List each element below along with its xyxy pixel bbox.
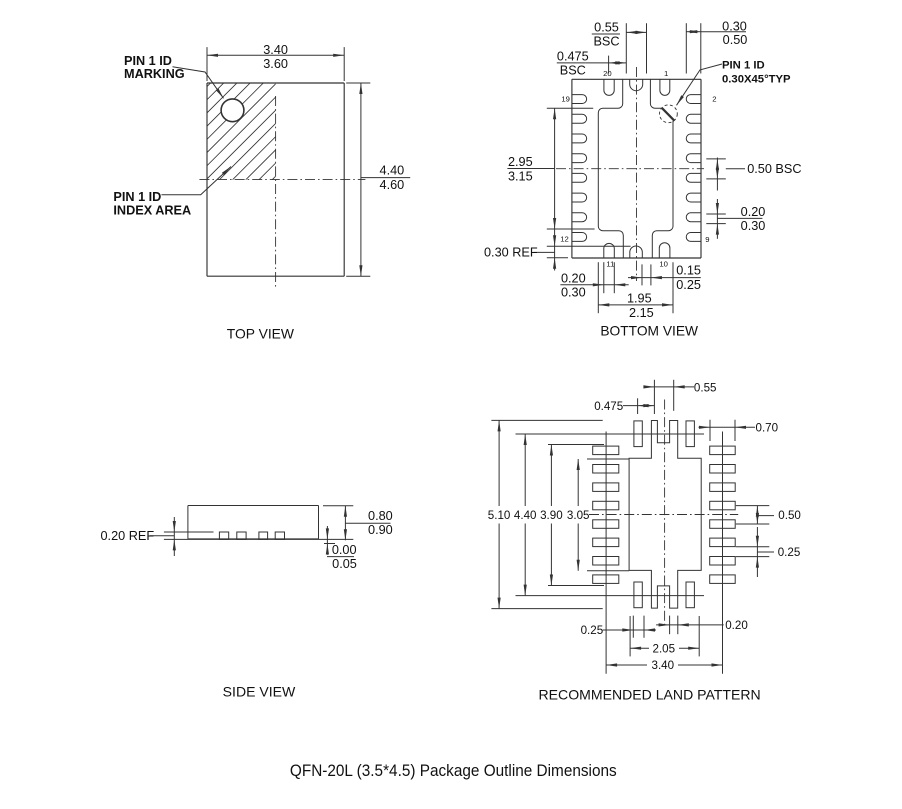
- svg-text:3.15: 3.15: [508, 169, 533, 183]
- svg-text:0.70: 0.70: [756, 422, 779, 435]
- svg-text:0.20 REF: 0.20 REF: [101, 529, 155, 543]
- svg-text:0.55: 0.55: [594, 21, 619, 35]
- svg-text:3.90: 3.90: [540, 509, 563, 522]
- svg-text:1: 1: [664, 69, 668, 78]
- svg-text:0.20: 0.20: [725, 619, 748, 632]
- svg-text:0.05: 0.05: [332, 557, 357, 571]
- svg-text:3.05: 3.05: [567, 509, 590, 522]
- svg-text:2: 2: [712, 95, 716, 104]
- svg-text:BSC: BSC: [560, 63, 586, 77]
- svg-text:19: 19: [561, 95, 570, 104]
- svg-text:2.95: 2.95: [508, 155, 533, 169]
- svg-text:RECOMMENDED LAND PATTERN: RECOMMENDED LAND PATTERN: [539, 688, 761, 703]
- svg-text:0.30: 0.30: [741, 219, 766, 233]
- svg-text:3.60: 3.60: [263, 57, 288, 71]
- svg-text:0.50: 0.50: [778, 509, 801, 522]
- svg-text:0.15: 0.15: [676, 264, 701, 278]
- svg-text:TOP VIEW: TOP VIEW: [227, 327, 294, 342]
- svg-text:BOTTOM VIEW: BOTTOM VIEW: [600, 324, 698, 339]
- svg-text:0.30X45°TYP: 0.30X45°TYP: [722, 74, 791, 86]
- svg-text:12: 12: [560, 235, 569, 244]
- svg-text:0.50 BSC: 0.50 BSC: [747, 162, 801, 176]
- svg-text:0.55: 0.55: [694, 381, 717, 394]
- svg-text:0.25: 0.25: [778, 546, 801, 559]
- svg-text:20: 20: [603, 69, 612, 78]
- svg-text:11: 11: [606, 259, 614, 268]
- svg-text:0.80: 0.80: [368, 509, 393, 523]
- svg-text:2.15: 2.15: [629, 306, 654, 320]
- svg-text:5.10: 5.10: [488, 509, 511, 522]
- svg-text:0.30 REF: 0.30 REF: [484, 246, 538, 260]
- svg-text:0.30: 0.30: [561, 286, 586, 300]
- svg-text:2.05: 2.05: [653, 642, 676, 655]
- svg-text:0.20: 0.20: [561, 271, 586, 285]
- svg-text:0.90: 0.90: [368, 523, 393, 537]
- svg-text:PIN 1 ID: PIN 1 ID: [124, 54, 172, 68]
- svg-text:SIDE VIEW: SIDE VIEW: [223, 685, 296, 700]
- svg-text:PIN 1 ID: PIN 1 ID: [113, 190, 161, 204]
- svg-text:3.40: 3.40: [652, 659, 675, 672]
- svg-text:1.95: 1.95: [627, 291, 652, 305]
- svg-text:0.30: 0.30: [722, 19, 747, 33]
- svg-text:MARKING: MARKING: [124, 67, 185, 81]
- svg-text:PIN 1 ID: PIN 1 ID: [722, 60, 765, 72]
- svg-text:4.60: 4.60: [380, 178, 405, 192]
- svg-text:0.25: 0.25: [676, 278, 701, 292]
- svg-text:0.20: 0.20: [741, 205, 766, 219]
- svg-text:0.00: 0.00: [332, 543, 357, 557]
- svg-text:QFN-20L (3.5*4.5) Package Outl: QFN-20L (3.5*4.5) Package Outline Dimens…: [290, 761, 617, 780]
- svg-text:0.50: 0.50: [723, 33, 748, 47]
- svg-text:9: 9: [705, 235, 709, 244]
- svg-text:0.25: 0.25: [581, 624, 604, 637]
- svg-text:4.40: 4.40: [380, 164, 405, 178]
- svg-text:BSC: BSC: [593, 35, 619, 49]
- svg-text:INDEX AREA: INDEX AREA: [113, 203, 191, 217]
- svg-text:4.40: 4.40: [514, 509, 537, 522]
- svg-text:0.475: 0.475: [594, 400, 623, 413]
- svg-text:0.475: 0.475: [557, 49, 589, 63]
- svg-text:3.40: 3.40: [263, 43, 288, 57]
- svg-text:10: 10: [659, 259, 668, 268]
